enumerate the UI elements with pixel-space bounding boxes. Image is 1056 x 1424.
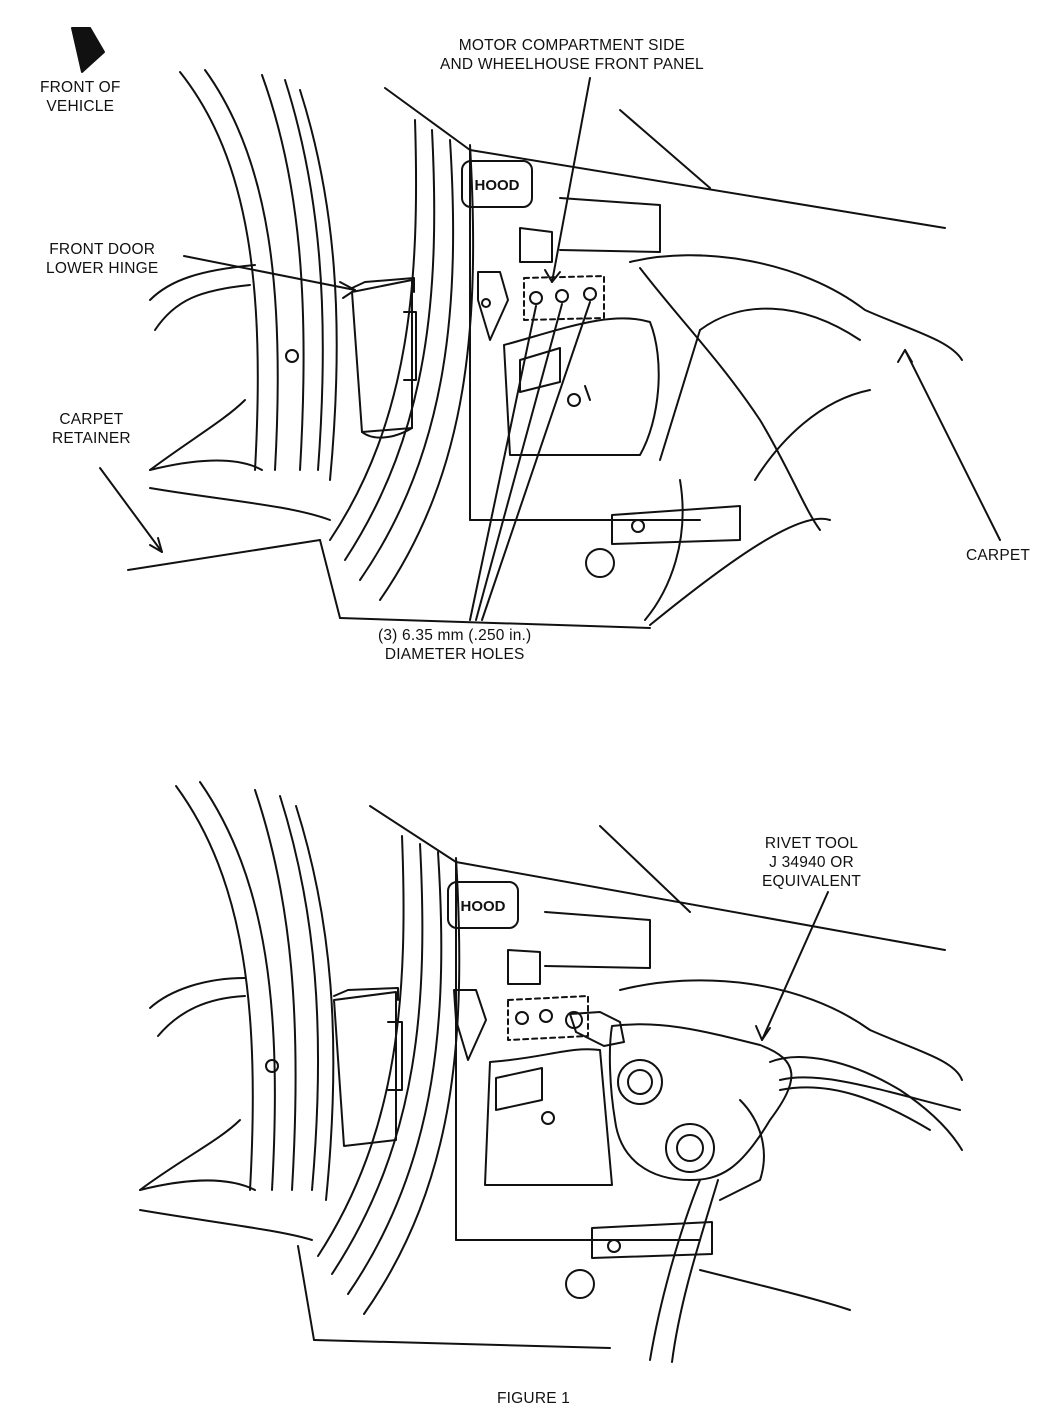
front-label-line1: FRONT OF (40, 79, 121, 96)
motor-compartment-label: MOTOR COMPARTMENT SIDE AND WHEELHOUSE FR… (440, 36, 704, 74)
rivet-tool (565, 1011, 963, 1363)
motor-label-line2: AND WHEELHOUSE FRONT PANEL (440, 56, 704, 73)
motor-label-line1: MOTOR COMPARTMENT SIDE (458, 37, 686, 54)
bottom-holes (515, 1009, 553, 1025)
rivet-label-line2: J 34940 OR (769, 854, 854, 871)
bottom-hood-badge: HOOD (447, 881, 519, 929)
top-hinge (351, 277, 417, 439)
diameter-holes-label: (3) 6.35 mm (.250 in.) DIAMETER HOLES (378, 626, 531, 664)
holes-label-line2: DIAMETER HOLES (384, 646, 525, 663)
bottom-leaders (755, 891, 829, 1041)
retainer-label-line1: CARPET (59, 411, 124, 428)
top-leaders (99, 77, 1001, 621)
bottom-a-pillar (317, 805, 461, 1315)
top-carpet (629, 254, 963, 531)
rivet-tool-label: RIVET TOOL J 34940 OR EQUIVALENT (762, 834, 861, 891)
top-panel (469, 109, 946, 626)
top-holes (529, 287, 597, 305)
top-door-pillar (149, 69, 338, 481)
bottom-carpet (619, 979, 963, 1311)
rivet-label-line3: EQUIVALENT (762, 873, 862, 890)
carpet-retainer-label: CARPET RETAINER (52, 410, 131, 448)
retainer-label-line2: RETAINER (52, 430, 131, 447)
carpet-label: CARPET (966, 547, 1031, 564)
top-floor (127, 487, 651, 629)
bottom-door-pillar (139, 781, 335, 1201)
holes-label-line1: (3) 6.35 mm (.250 in.) (378, 627, 532, 644)
hinge-label-line2: LOWER HINGE (46, 260, 159, 277)
front-direction-arrow (71, 27, 105, 73)
front-label-line2: VEHICLE (46, 98, 115, 115)
front-door-hinge-label: FRONT DOOR LOWER HINGE (46, 240, 158, 278)
svg-text:HOOD: HOOD (475, 177, 520, 194)
top-a-pillar (329, 87, 475, 601)
top-hood-badge: HOOD (461, 160, 533, 208)
rivet-label-line1: RIVET TOOL (764, 835, 859, 852)
hinge-label-line1: FRONT DOOR (49, 241, 156, 258)
bottom-hinge (333, 987, 403, 1147)
svg-text:HOOD: HOOD (461, 898, 506, 915)
front-of-vehicle-label: FRONT OF VEHICLE (40, 78, 121, 116)
bottom-panel (453, 825, 946, 1299)
bottom-floor (139, 1209, 611, 1349)
figure-caption: FIGURE 1 (497, 1390, 571, 1407)
